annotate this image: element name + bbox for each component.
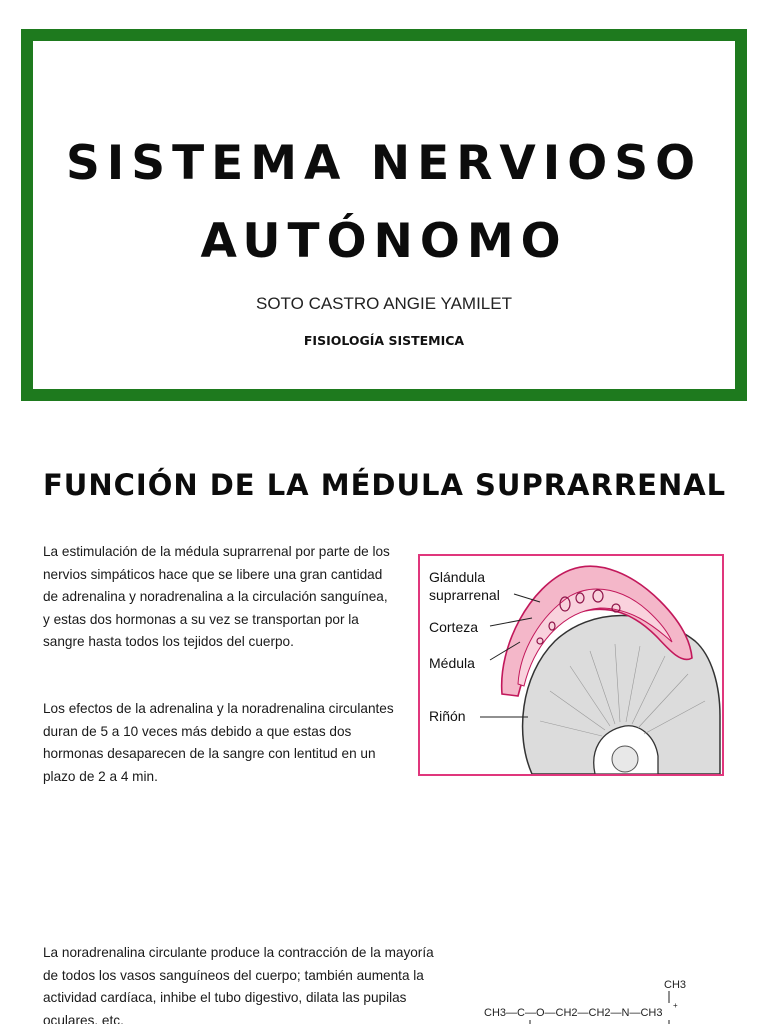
label-rinon: Riñón: [429, 708, 466, 724]
section-title: FUNCIÓN DE LA MÉDULA SUPRARRENAL: [43, 468, 727, 502]
kidney-pelvis: [611, 745, 639, 773]
paragraph-effects: Los efectos de la adrenalina y la noradr…: [43, 701, 394, 784]
label-leaders: [480, 593, 541, 718]
formula-chain: CH3—C—O—CH2—CH2—N—CH3: [484, 1007, 662, 1019]
cover-author: SOTO CASTRO ANGIE YAMILET: [255, 294, 512, 313]
cover-title-line1: SISTEMA NERVIOSO: [65, 136, 703, 191]
cover-title-line2: AUTÓNOMO: [200, 214, 568, 269]
medulla-vessels: [536, 589, 621, 645]
formula-drawing: CH3 CH3—C—O—CH2—CH2—N—CH3 +: [484, 979, 686, 1024]
kidney-shape: [521, 614, 721, 774]
paragraph-stimulation: La estimulación de la médula suprarrenal…: [43, 544, 390, 649]
adrenal-medulla: [517, 588, 673, 687]
paragraph-noradrenaline: La noradrenalina circulante produce la c…: [43, 945, 434, 1024]
label-glandula: Glándula: [429, 569, 486, 585]
chemical-formula: CH3 CH3—C—O—CH2—CH2—N—CH3 +: [470, 970, 730, 1024]
label-suprarrenal: suprarrenal: [429, 587, 500, 603]
cover-title: SISTEMA NERVIOSO AUTÓNOMO: [33, 125, 735, 281]
cover-course: FISIOLOGÍA SISTEMICA: [303, 333, 465, 348]
adrenal-gland-figure: Glándula suprarrenal Corteza Médula Riñó…: [418, 554, 724, 776]
label-corteza: Corteza: [429, 619, 479, 635]
formula-charge: +: [673, 1001, 678, 1010]
label-medula: Médula: [429, 655, 475, 671]
title-frame: SISTEMA NERVIOSO AUTÓNOMO SOTO CASTRO AN…: [21, 29, 747, 401]
formula-top-methyl: CH3: [664, 979, 686, 991]
adrenal-gland-illustration: [480, 565, 721, 774]
kidney-striations: [539, 643, 706, 737]
